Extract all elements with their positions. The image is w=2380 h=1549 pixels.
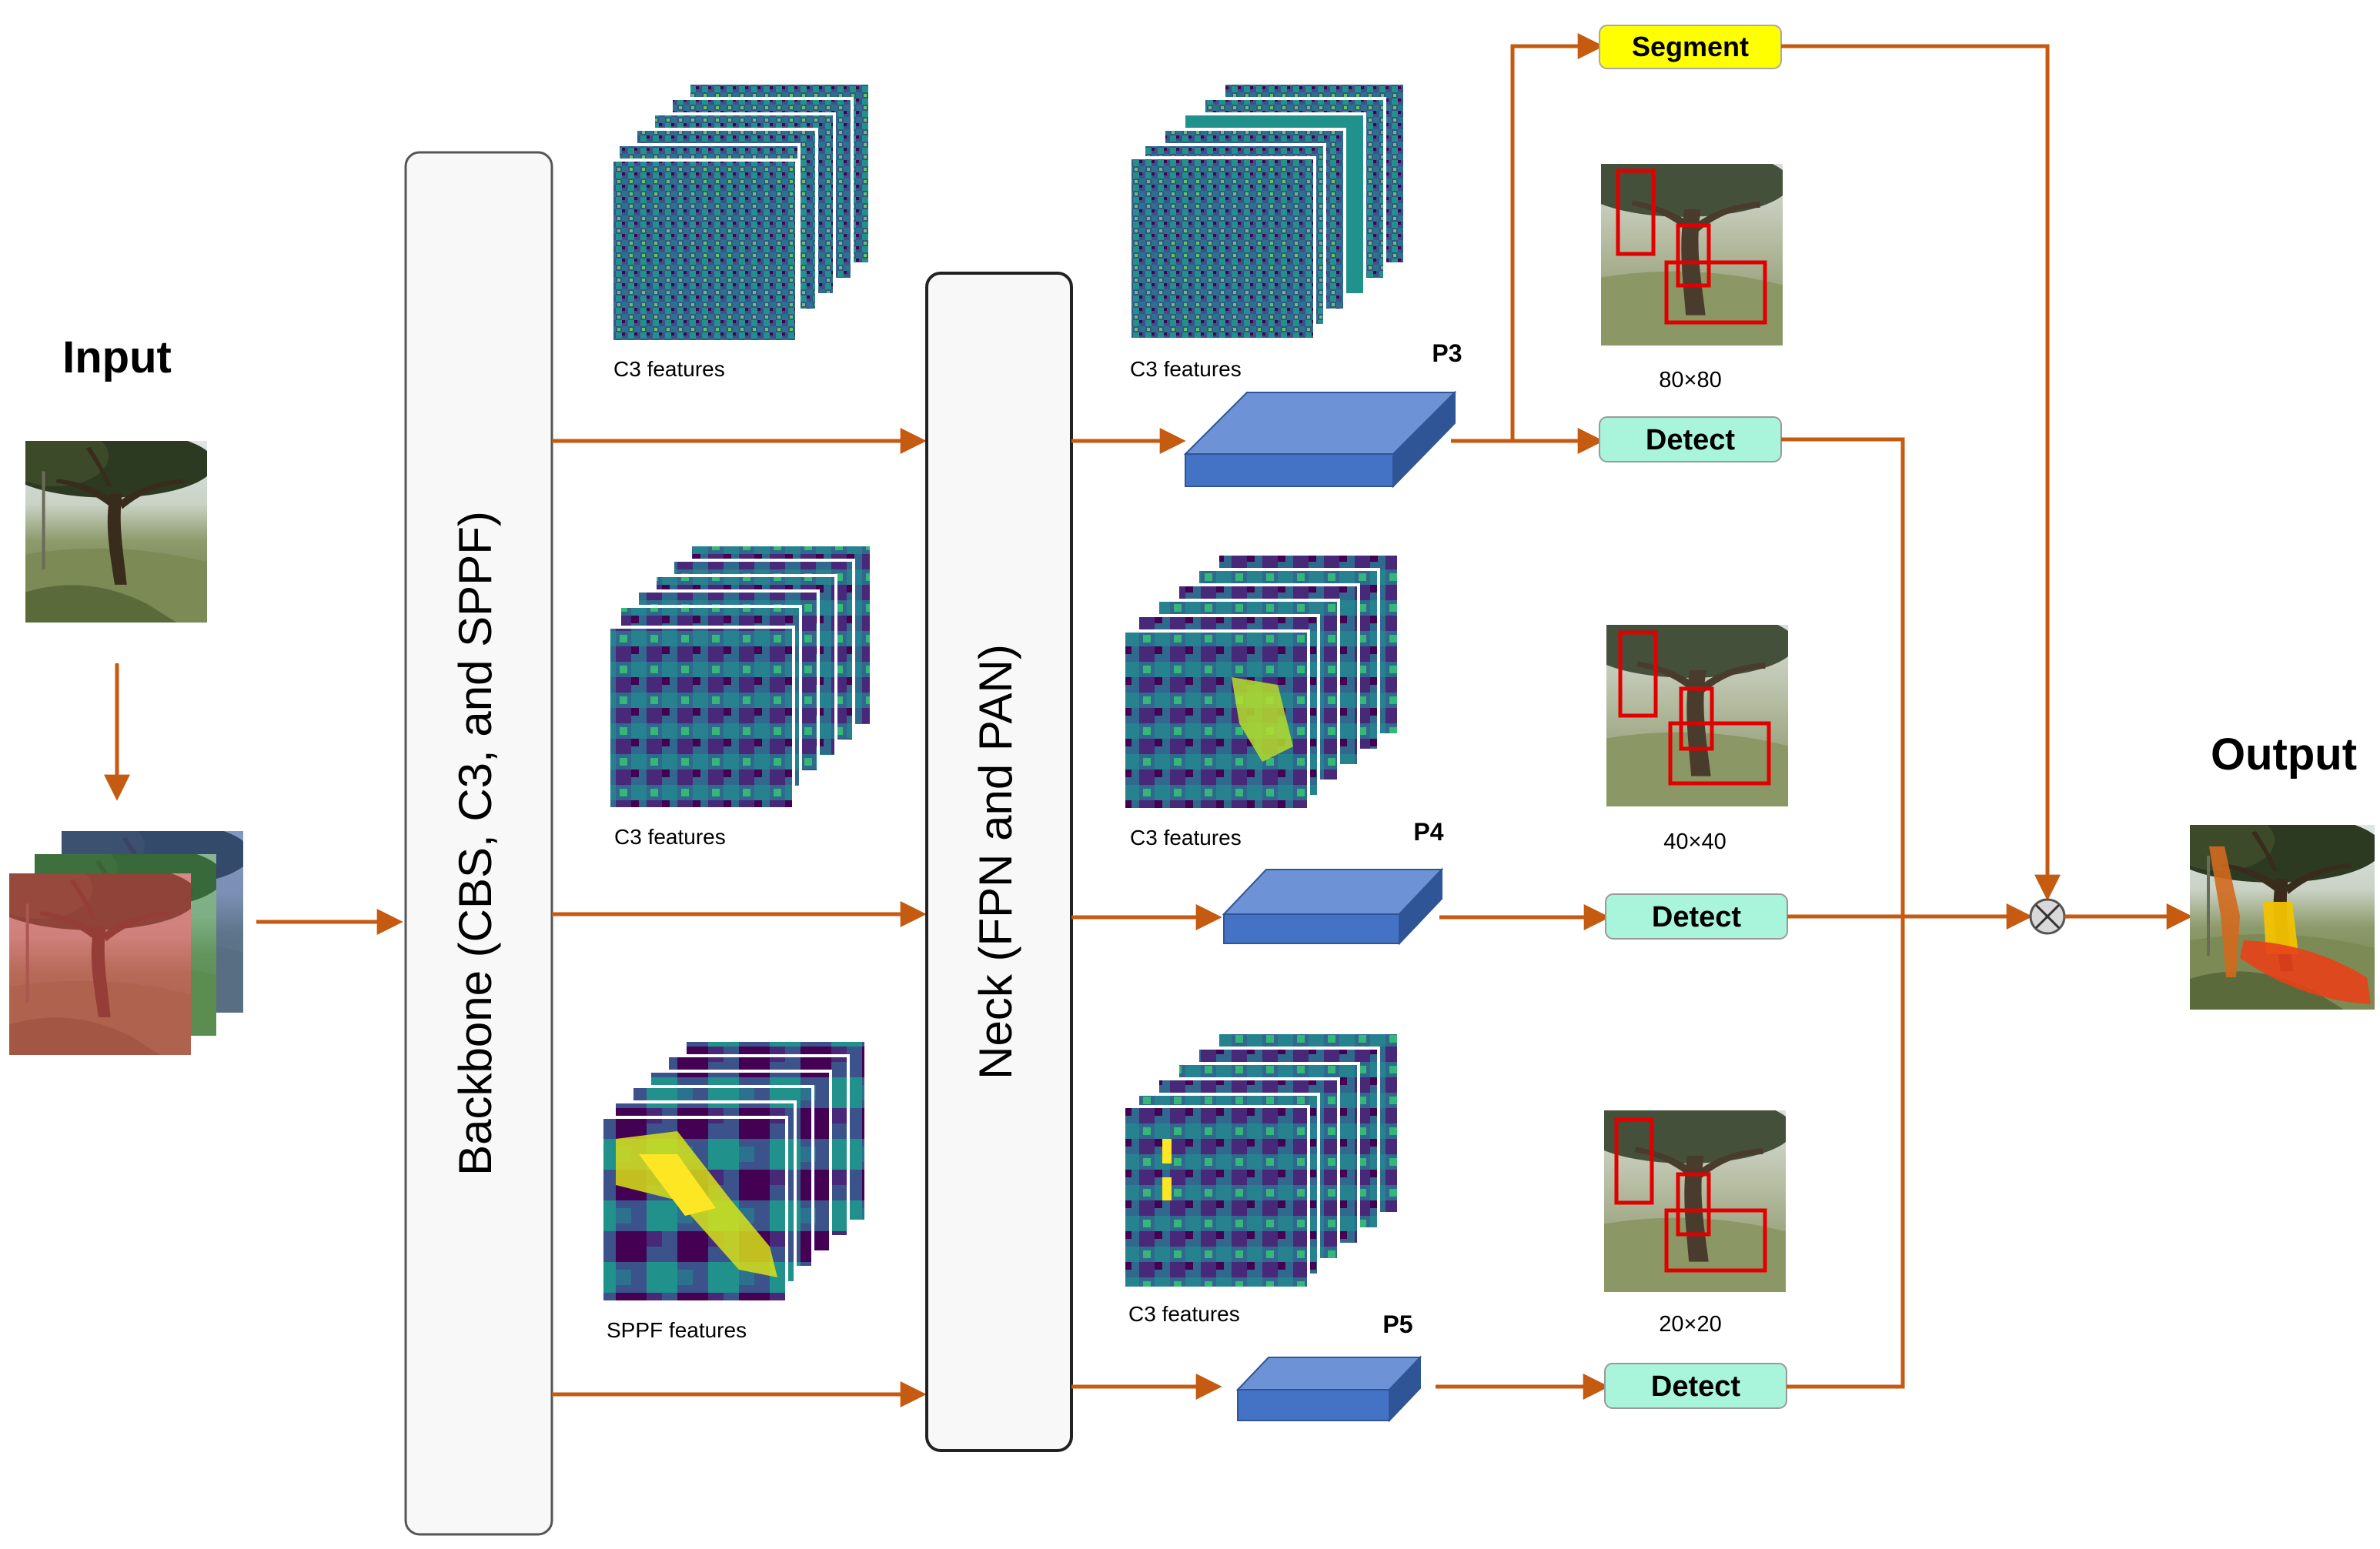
p4-block bbox=[1222, 867, 1444, 946]
neck-block bbox=[925, 272, 1073, 1452]
channel-red bbox=[9, 873, 191, 1055]
backbone-feature-label-1: C3 features bbox=[613, 357, 725, 381]
neck-feature-label-3: C3 features bbox=[1128, 1302, 1240, 1326]
backbone-feature-label-3: SPPF features bbox=[607, 1318, 747, 1342]
p3-to-segment-arrow bbox=[1451, 33, 1604, 443]
p5-block bbox=[1235, 1355, 1422, 1423]
p4-label: P4 bbox=[1413, 818, 1443, 846]
backbone-label: Backbone (CBS, C3, and SPPF) bbox=[450, 511, 501, 1176]
grid-label-80: 80×80 bbox=[1659, 368, 1721, 392]
p3-block bbox=[1183, 390, 1457, 489]
p5-label: P5 bbox=[1382, 1310, 1412, 1338]
detection-preview-40 bbox=[1584, 609, 1796, 806]
neck-feature-stack-3 bbox=[1122, 1031, 1400, 1290]
neck-feature-label-2: C3 features bbox=[1130, 826, 1242, 850]
input-image bbox=[3, 426, 215, 623]
backbone-feature-stack-3 bbox=[600, 1039, 867, 1304]
segment-to-merge-arrow bbox=[1781, 44, 2061, 901]
neck-feature-label-1: C3 features bbox=[1130, 357, 1242, 381]
merge-node bbox=[2029, 898, 2066, 935]
backbone-feature-stack-1 bbox=[610, 82, 871, 343]
detect-label-3: Detect bbox=[1651, 1370, 1740, 1403]
grid-label-40: 40×40 bbox=[1663, 830, 1726, 854]
detect-label-2: Detect bbox=[1652, 901, 1741, 933]
p3-label: P3 bbox=[1432, 339, 1462, 367]
input-title: Input bbox=[62, 332, 172, 382]
neck-feature-stack-2 bbox=[1122, 552, 1400, 811]
detection-preview-20 bbox=[1582, 1095, 1793, 1292]
grid-label-20: 20×20 bbox=[1659, 1312, 1721, 1337]
output-title: Output bbox=[2211, 729, 2357, 780]
output-image bbox=[2167, 810, 2380, 1010]
neck-feature-stack-1 bbox=[1128, 82, 1406, 341]
neck-label: Neck (FPN and PAN) bbox=[970, 644, 1021, 1080]
backbone-block bbox=[404, 151, 553, 1536]
backbone-feature-stack-2 bbox=[607, 543, 873, 810]
detection-preview-80 bbox=[1579, 149, 1790, 346]
rgb-channels bbox=[9, 831, 243, 1055]
detect-label-1: Detect bbox=[1646, 424, 1735, 456]
segment-label: Segment bbox=[1632, 31, 1749, 62]
backbone-feature-label-2: C3 features bbox=[614, 825, 726, 849]
detect-1-to-merge-line bbox=[1781, 437, 1905, 1389]
